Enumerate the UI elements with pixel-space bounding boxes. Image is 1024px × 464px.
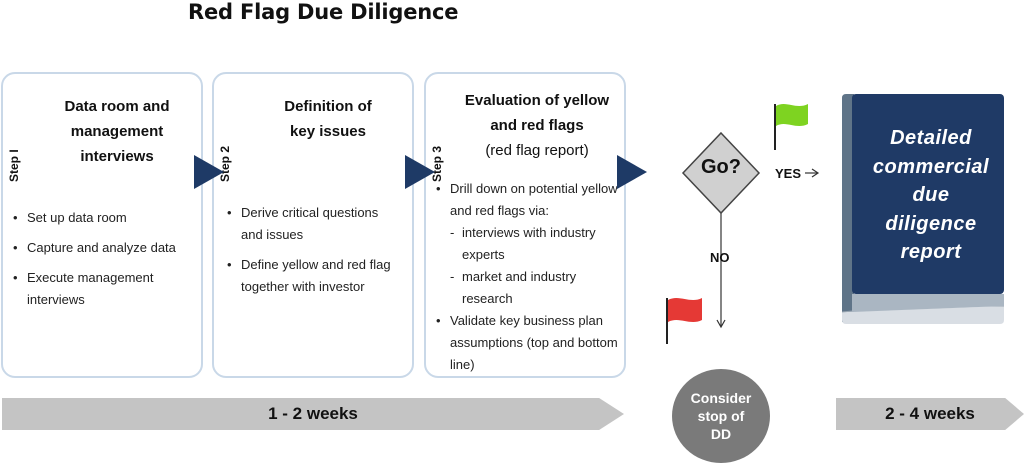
book-title: Detailed commercial due diligence report	[872, 127, 990, 263]
sub-list-item: market and industry research	[436, 266, 622, 310]
step-3-heading: Evaluation of yellow and red flags (red …	[464, 92, 610, 159]
sub-bullets: interviews with industry experts market …	[436, 222, 622, 310]
list-item: Capture and analyze data	[13, 237, 198, 259]
book-icon	[841, 94, 1005, 324]
list-item: Drill down on potential yellow and red f…	[436, 178, 622, 310]
yes-label: YES	[775, 166, 802, 181]
no-label: NO	[710, 250, 730, 265]
step-1-card: Step I Data room and management intervie…	[1, 72, 203, 378]
stop-dd-circle: Consider stop of DD	[672, 369, 770, 463]
arrow-right-icon	[805, 168, 820, 178]
arrow-right-icon	[405, 155, 435, 189]
step-2-card: Step 2 Definition of key issues Derive c…	[212, 72, 414, 378]
step-1-bullets: Set up data room Capture and analyze dat…	[13, 207, 198, 319]
arrow-right-icon	[194, 155, 224, 189]
step-1-heading: Data room and management interviews	[64, 98, 170, 165]
green-flag-icon	[774, 104, 808, 150]
sub-list-item: interviews with industry experts	[436, 222, 622, 266]
timeline-phase-1: 1 - 2 weeks	[2, 398, 624, 430]
step-2-heading: Definition of key issues	[284, 98, 372, 140]
list-item: Execute management interviews	[13, 267, 198, 311]
arrow-right-icon	[617, 155, 647, 189]
list-item: Set up data room	[13, 207, 198, 229]
timeline-phase-2: 2 - 4 weeks	[836, 398, 1024, 430]
list-item: Validate key business plan assumptions (…	[436, 310, 622, 376]
list-item: Define yellow and red flag together with…	[227, 254, 402, 298]
step-3-bullets: Drill down on potential yellow and red f…	[436, 178, 622, 384]
page-title: Red Flag Due Diligence	[188, 0, 459, 24]
step-2-bullets: Derive critical questions and issues Def…	[227, 202, 402, 306]
decision-label: Go?	[701, 156, 741, 178]
red-flag-icon	[666, 298, 702, 344]
step-3-card: Step 3 Evaluation of yellow and red flag…	[424, 72, 626, 378]
arrow-down-icon	[716, 213, 726, 329]
list-item: Derive critical questions and issues	[227, 202, 402, 246]
